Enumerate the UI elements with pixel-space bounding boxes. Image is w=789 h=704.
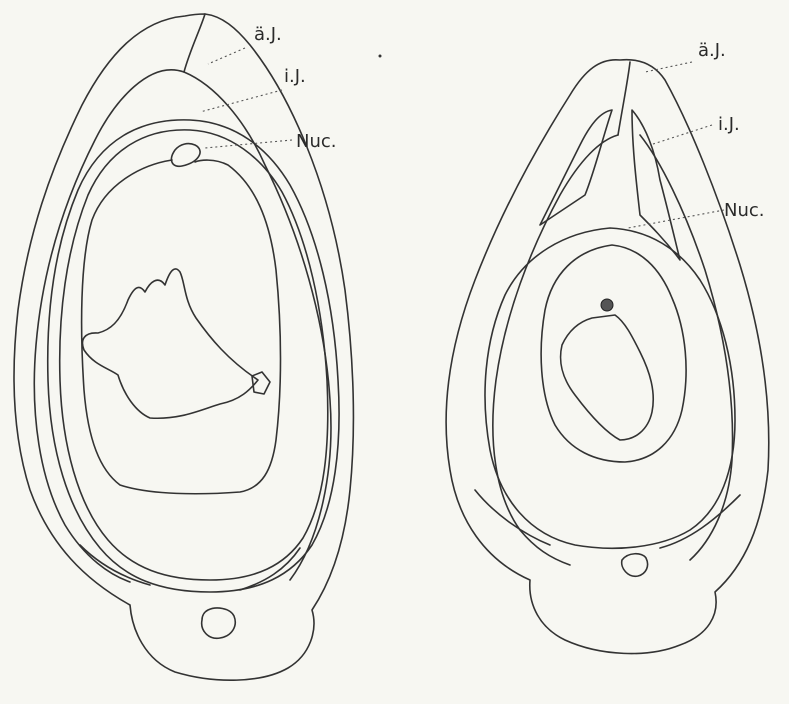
left-vascular-bundle: [202, 608, 236, 638]
right-egg-apparatus: [601, 299, 613, 311]
left-inner-integument-outer: [48, 120, 339, 592]
left-inner-integument-leader: [200, 90, 282, 112]
right-inner-integument-label: i.J.: [718, 114, 740, 135]
stray-dot: [379, 55, 382, 58]
left-outer-integument-leader: [208, 48, 245, 64]
left-micropyle-cleft: [184, 14, 205, 72]
left-chalaza-line-b: [240, 548, 300, 590]
left-inner-integument-inner: [60, 130, 328, 580]
right-inner-integument-leader: [650, 125, 712, 145]
right-vascular-bundle: [622, 554, 648, 577]
right-micropyle: [618, 62, 630, 135]
right-outer-integument-inner-line-left: [493, 135, 618, 565]
right-ovule: [446, 60, 769, 654]
right-inner-integument-right: [632, 110, 680, 260]
left-inner-integument-label: i.J.: [284, 66, 306, 87]
right-outer-integument-outline: [446, 60, 769, 654]
left-nucellus-leader: [205, 140, 292, 148]
right-nucellus-leader: [628, 210, 724, 228]
right-nucellus: [541, 245, 686, 462]
left-nucellus: [171, 144, 200, 167]
left-ovule: [14, 14, 353, 680]
right-embryo-sac: [561, 315, 654, 440]
left-outer-integument-outline: [14, 14, 353, 680]
left-outer-integument-label: ä.J.: [254, 24, 282, 45]
left-embryo-sac: [83, 269, 258, 418]
right-outer-integument-label: ä.J.: [698, 40, 726, 61]
left-nucellus-label: Nuc.: [296, 131, 337, 152]
right-nucellus-label: Nuc.: [724, 200, 765, 221]
